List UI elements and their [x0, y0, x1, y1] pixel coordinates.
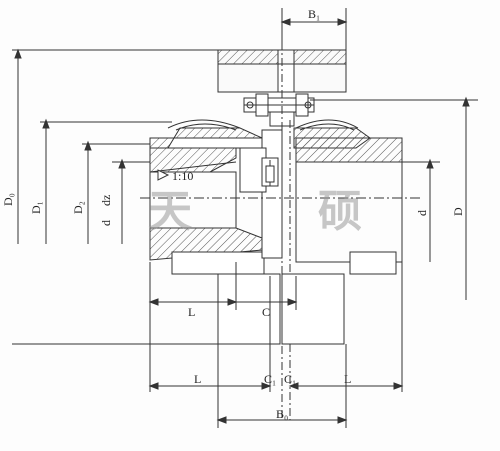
- right-hub: [281, 119, 403, 345]
- label-l-lower-left: L: [194, 372, 201, 386]
- left-dimensions: [12, 48, 218, 345]
- taper-triangle-icon: [157, 169, 170, 181]
- label-c: C: [262, 305, 270, 319]
- label-c1-left: C₁: [264, 372, 276, 386]
- label-l-upper: L: [188, 305, 195, 319]
- label-taper: 1:10: [172, 169, 193, 183]
- right-dimensions: [280, 8, 478, 300]
- label-l-lower-right: L: [344, 372, 351, 386]
- watermark-left: 天: [148, 186, 192, 237]
- label-dz: dz: [99, 195, 113, 206]
- label-D: D: [451, 207, 465, 216]
- label-b1: B₁: [308, 7, 320, 21]
- bolt-assembly: [243, 93, 315, 127]
- bottom-dimensions: [148, 262, 404, 428]
- label-d0: D₀: [1, 193, 15, 206]
- label-b0: B₀: [276, 407, 288, 421]
- label-d1: D₁: [29, 201, 43, 214]
- left-hub: [149, 119, 281, 345]
- label-c1-right: C₁: [284, 372, 296, 386]
- center-spacer: [239, 10, 291, 420]
- label-d2: D₂: [71, 201, 85, 214]
- watermark-right: 硕: [318, 186, 362, 237]
- label-d: d: [99, 220, 113, 226]
- label-d-right: d: [415, 210, 429, 216]
